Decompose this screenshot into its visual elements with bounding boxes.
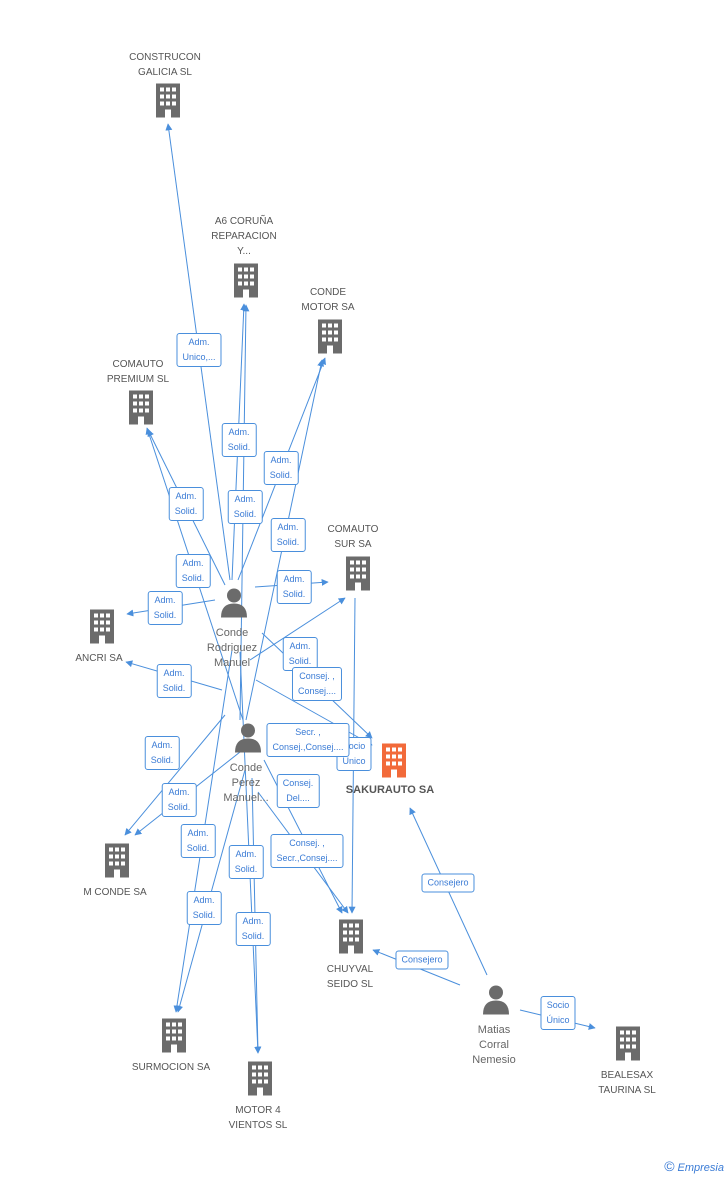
edge-label[interactable]: Adm. Solid. [221, 423, 257, 457]
edge-label[interactable]: Adm. Solid. [235, 912, 271, 946]
building-icon[interactable] [335, 918, 367, 959]
edge-label[interactable]: Adm. Solid. [228, 845, 264, 879]
edge-label[interactable]: Consej. , Secr.,Consej.... [270, 834, 344, 868]
person-label-perez[interactable]: Conde Perez Manuel... [223, 762, 269, 804]
building-focus-icon[interactable] [378, 742, 410, 783]
building-icon[interactable] [101, 842, 133, 883]
edge-label[interactable]: Consejero [421, 873, 475, 893]
edge-label[interactable]: Adm. Solid. [161, 783, 197, 817]
edge-label[interactable]: Adm. Solid. [276, 570, 312, 604]
brand-name: Empresia [677, 1162, 724, 1174]
company-label-m-conde[interactable]: M CONDE SA [83, 887, 147, 898]
company-label-motor4[interactable]: MOTOR 4 VIENTOS SL [228, 1105, 288, 1131]
company-label-sakurauto[interactable]: SAKURAUTO SA [345, 784, 435, 796]
building-icon[interactable] [230, 262, 262, 303]
building-icon[interactable] [125, 389, 157, 430]
person-icon[interactable] [482, 985, 510, 1020]
building-icon[interactable] [314, 318, 346, 359]
edge-label[interactable]: Adm. Solid. [270, 518, 306, 552]
building-icon[interactable] [152, 82, 184, 123]
company-label-comauto-premium[interactable]: COMAUTO PREMIUM SL [106, 359, 170, 385]
relationship-edge [249, 597, 346, 661]
edge-label[interactable]: Secr. , Consej.,Consej.... [266, 723, 350, 757]
edge-label[interactable]: Adm. Solid. [263, 451, 299, 485]
edge-label[interactable]: Adm. Solid. [282, 637, 318, 671]
edge-label[interactable]: Adm. Solid. [180, 824, 216, 858]
edge-label[interactable]: Socio Único [540, 996, 576, 1030]
person-label-rodriguez[interactable]: Conde Rodriguez Manuel [206, 627, 258, 669]
edge-label[interactable]: Adm. Solid. [227, 490, 263, 524]
building-icon[interactable] [342, 555, 374, 596]
company-label-surmocion[interactable]: SURMOCION SA [131, 1062, 211, 1073]
company-label-a6[interactable]: A6 CORUÑA REPARACION Y... [211, 216, 277, 257]
edge-label[interactable]: Adm. Solid. [186, 891, 222, 925]
relationship-edge [124, 714, 226, 836]
company-label-conde-motor[interactable]: CONDE MOTOR SA [301, 287, 355, 313]
company-label-ancri[interactable]: ANCRI SA [75, 653, 123, 664]
company-label-bealesax[interactable]: BEALESAX TAURINA SL [598, 1070, 656, 1096]
building-icon[interactable] [612, 1025, 644, 1066]
edge-label[interactable]: Consej. , Consej.... [291, 667, 343, 701]
edge-label[interactable]: Adm. Solid. [144, 736, 180, 770]
edge-label[interactable]: Adm. Solid. [156, 664, 192, 698]
building-icon[interactable] [86, 608, 118, 649]
company-label-comauto-sur[interactable]: COMAUTO SUR SA [327, 524, 379, 550]
edge-label[interactable]: Adm. Solid. [175, 554, 211, 588]
brand-credit[interactable]: ©Empresia [664, 1158, 724, 1174]
edge-label[interactable]: Adm. Solid. [147, 591, 183, 625]
building-icon[interactable] [158, 1017, 190, 1058]
person-label-matias[interactable]: Matias Corral Nemesio [472, 1024, 516, 1066]
edge-label[interactable]: Adm. Solid. [168, 487, 204, 521]
company-label-chuyval[interactable]: CHUYVAL SEIDO SL [326, 964, 374, 990]
company-label-construcon[interactable]: CONSTRUCON GALICIA SL [129, 52, 201, 78]
relationship-edge [255, 679, 373, 746]
edge-label[interactable]: Consejero [395, 950, 449, 970]
person-icon[interactable] [234, 723, 262, 758]
building-icon[interactable] [244, 1060, 276, 1101]
copyright-icon: © [664, 1158, 675, 1174]
person-icon[interactable] [220, 588, 248, 623]
edge-label[interactable]: Consej. Del.... [276, 774, 320, 808]
edge-label[interactable]: Adm. Unico,... [176, 333, 222, 367]
